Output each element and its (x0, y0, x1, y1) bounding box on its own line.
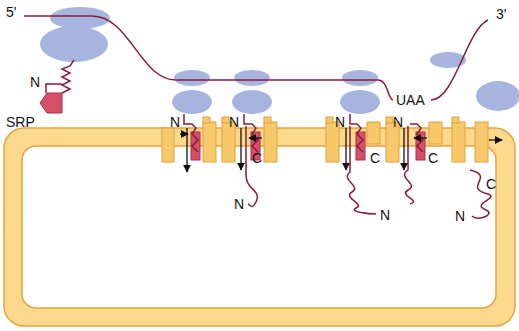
ribosome-large (172, 90, 212, 114)
nascent-chain (184, 114, 491, 218)
ribosome-large (40, 26, 108, 62)
direction-arrow (180, 128, 502, 172)
er-lumen (22, 146, 496, 308)
terminus-label: C (370, 150, 380, 166)
codon-label: UAA (396, 92, 425, 108)
ribosome-large (340, 90, 380, 114)
ribosome-small (342, 70, 378, 86)
srp-particle (40, 93, 62, 113)
nascent-chain (46, 84, 62, 93)
ribosome-large (232, 90, 272, 114)
terminus-label: N (393, 114, 403, 130)
mrna (24, 16, 393, 100)
terminus-label: N (380, 207, 390, 223)
terminus-label: N (455, 208, 465, 224)
signal-sequence (62, 60, 74, 93)
mrna (431, 20, 488, 100)
terminus-label: C (428, 150, 438, 166)
er-membrane (4, 128, 515, 326)
end-label: 3' (496, 6, 506, 22)
end-label: 5' (6, 4, 16, 20)
terminus-label: N (30, 74, 40, 90)
ribosome-small (174, 70, 210, 86)
particle-label: SRP (6, 114, 35, 130)
ribosome-small (234, 70, 270, 86)
terminus-label: N (234, 196, 244, 212)
terminus-label: N (335, 114, 345, 130)
terminus-label: N (229, 114, 239, 130)
terminus-label: C (252, 150, 262, 166)
translocon (452, 117, 488, 162)
terminus-label: N (170, 114, 180, 130)
ribosome-large (476, 81, 519, 111)
terminus-label: C (486, 176, 496, 192)
ribosome-small (430, 52, 466, 68)
